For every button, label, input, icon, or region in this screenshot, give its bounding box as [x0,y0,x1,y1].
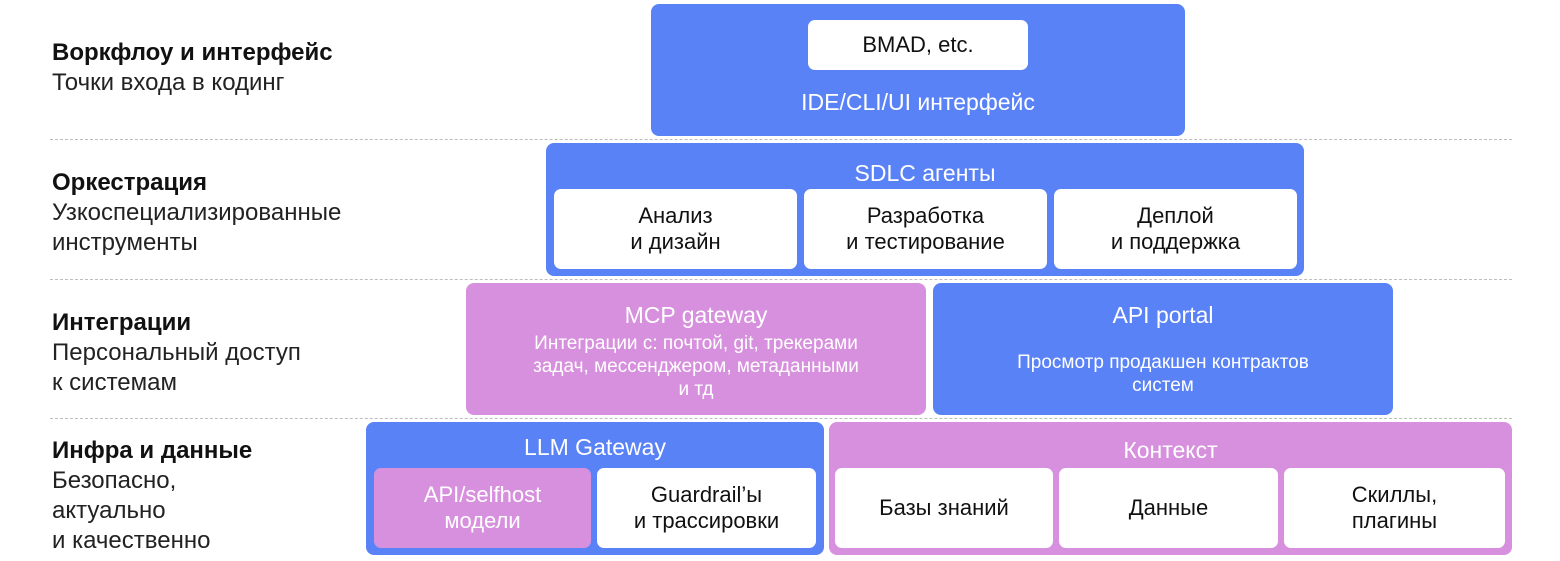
divider-2 [50,279,1512,280]
row-title: Инфра и данные [52,437,253,464]
context-knowledge-bases: Базы знаний [835,468,1053,548]
row-subtitle: Узкоспециализированные инструменты [52,199,342,256]
sdlc-deploy-support: Деплой и поддержка [1054,189,1297,269]
mcp-gateway-text: Интеграции с: почтой, git, трекерами зад… [533,333,859,400]
row-title: Интеграции [52,309,192,336]
row-title: Воркфлоу и интерфейс [52,39,333,66]
row-subtitle: Персональный доступ к системам [52,339,301,396]
sdlc-agents-block: SDLC агенты Анализ и дизайн Разработка и… [546,143,1304,276]
context-block: Контекст Базы знаний Данные Скиллы, плаг… [829,422,1512,555]
api-portal-title: API portal [1112,302,1214,328]
sdlc-agents-title: SDLC агенты [854,160,996,186]
llm-gateway-title: LLM Gateway [524,434,666,460]
mcp-gateway-title: MCP gateway [624,302,768,328]
divider-1 [50,139,1512,140]
llm-guardrails-box: Guardrail’ы и трассировки [597,468,816,548]
interface-label: IDE/CLI/UI интерфейс [801,89,1035,115]
api-portal-block: API portal Просмотр продакшен контрактов… [933,283,1393,415]
sdlc-analysis-design: Анализ и дизайн [554,189,797,269]
context-skills-plugins: Скиллы, плагины [1284,468,1505,548]
row-label-infra: Инфра и данные Безопасно, актуально и ка… [52,436,252,556]
row-title: Оркестрация [52,169,207,196]
interface-block: BMAD, etc. IDE/CLI/UI интерфейс [651,4,1185,136]
llm-models-box: API/selfhost модели [374,468,591,548]
row-label-workflow: Воркфлоу и интерфейс Точки входа в кодин… [52,38,333,98]
row-label-orchestration: Оркестрация Узкоспециализированные инстр… [52,168,341,258]
mcp-gateway-block: MCP gateway Интеграции с: почтой, git, т… [466,283,926,415]
context-data: Данные [1059,468,1278,548]
sdlc-development-testing: Разработка и тестирование [804,189,1047,269]
context-title: Контекст [1123,437,1218,463]
bmad-box: BMAD, etc. [808,20,1028,70]
row-label-integrations: Интеграции Персональный доступ к система… [52,308,301,398]
divider-3 [50,418,1512,419]
api-portal-text: Просмотр продакшен контрактов систем [1017,352,1309,396]
llm-gateway-block: LLM Gateway API/selfhost модели Guardrai… [366,422,824,555]
row-subtitle: Точки входа в кодинг [52,69,285,96]
row-subtitle: Безопасно, актуально и качественно [52,467,211,554]
